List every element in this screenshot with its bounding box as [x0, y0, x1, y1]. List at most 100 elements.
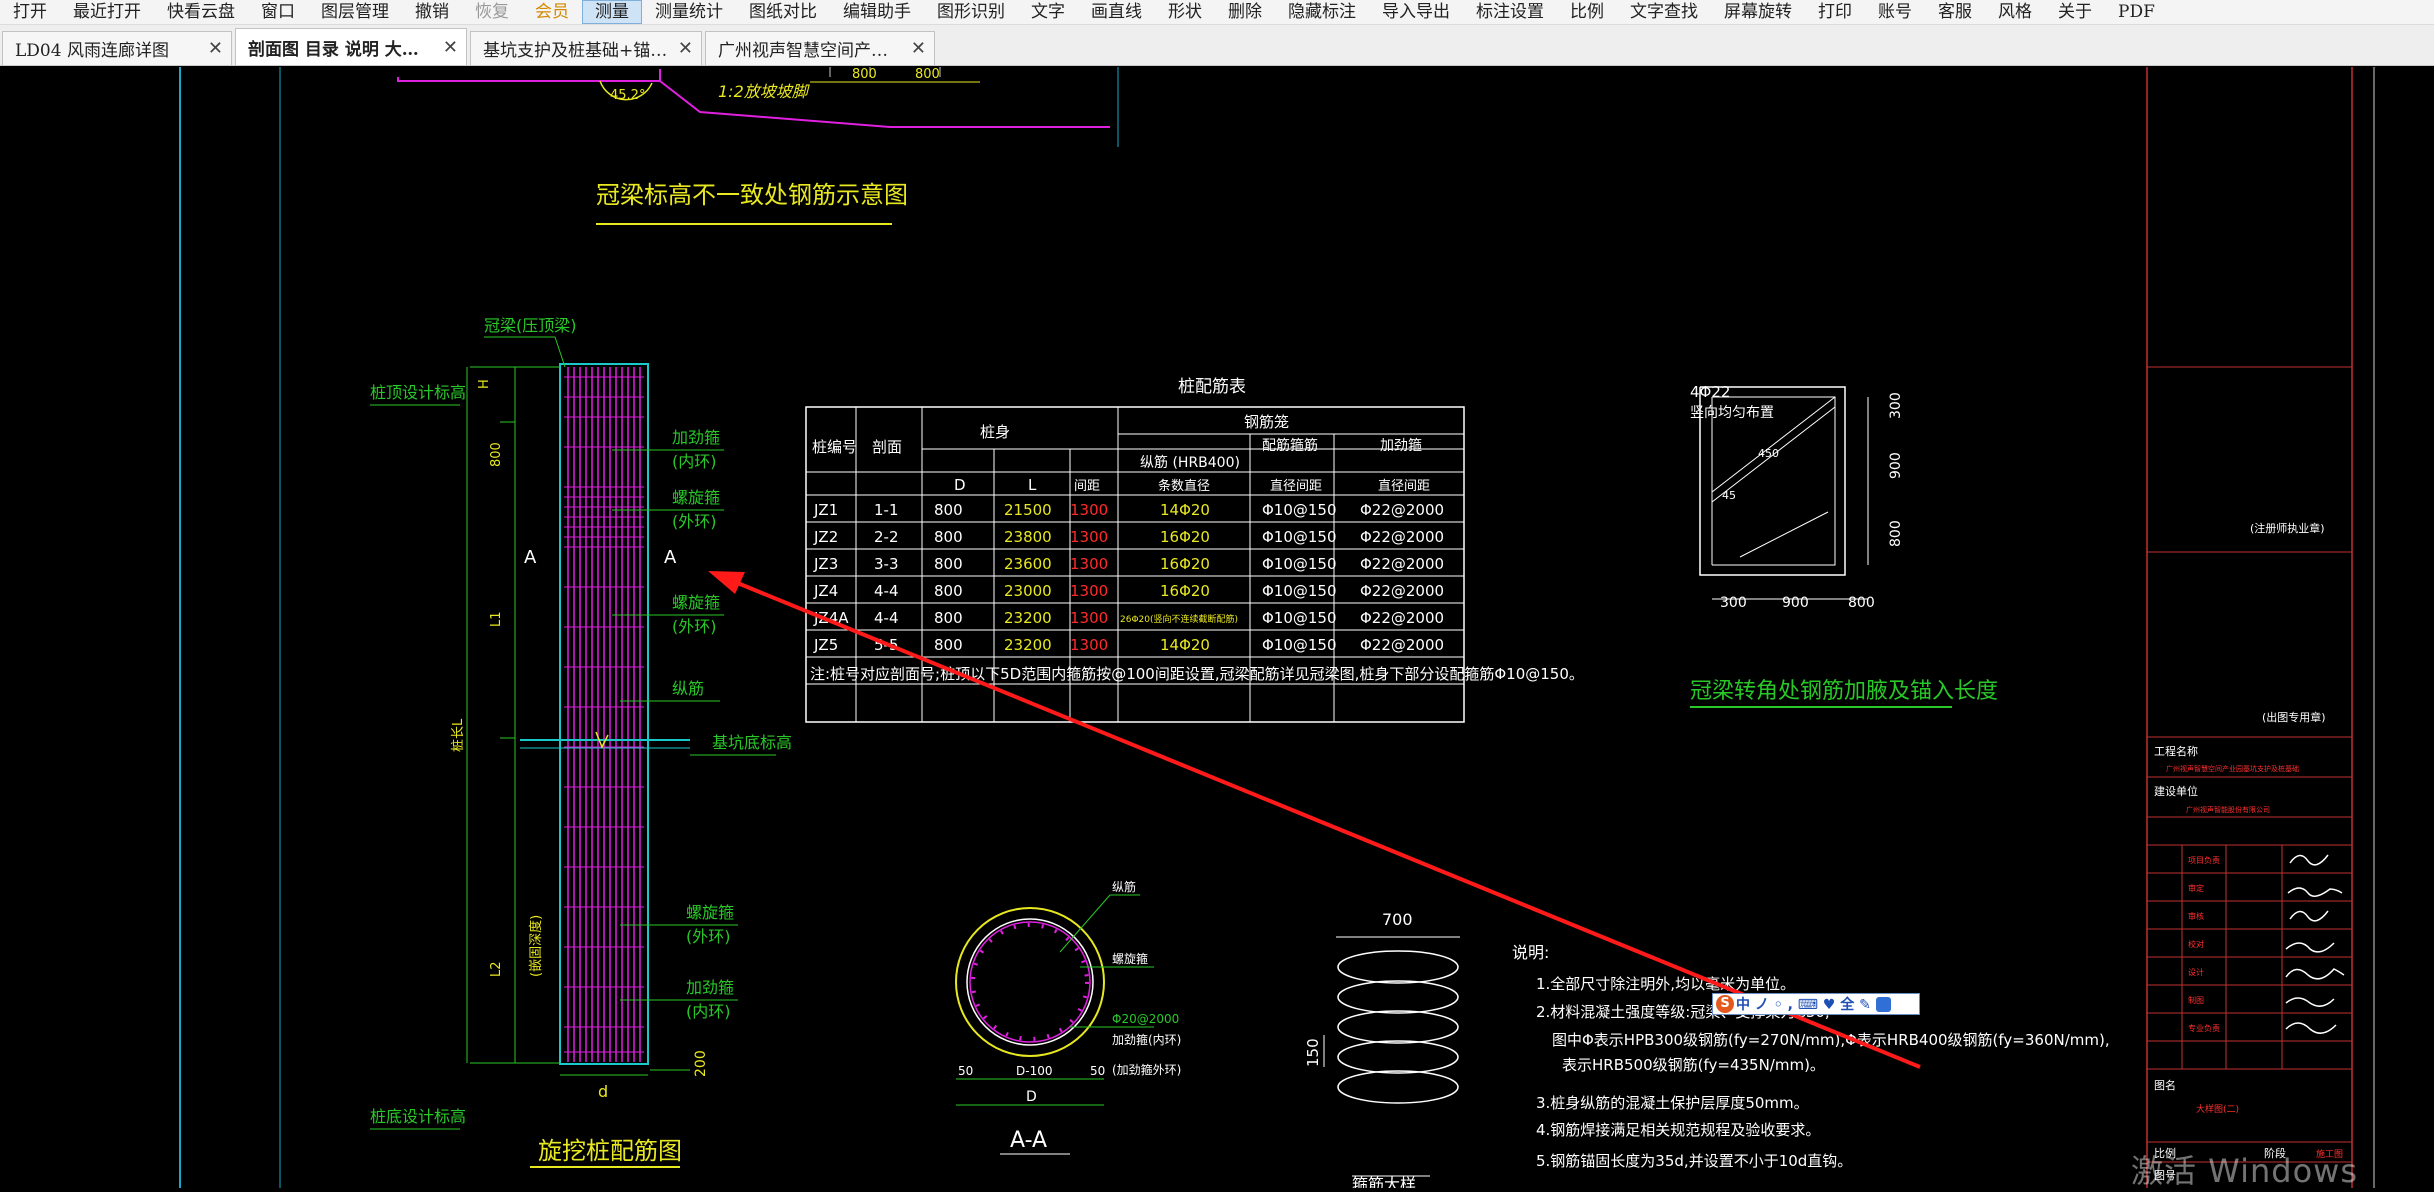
crown-beam-corner-detail: 4Φ22 竖向均匀布置 450 45 300 900 800 300 900 8…	[1690, 383, 1998, 708]
cell-section: 4-4	[874, 582, 899, 600]
menu-line[interactable]: 画直线	[1091, 2, 1142, 22]
cell-d: 800	[934, 528, 963, 546]
corner-d45: 45	[1722, 489, 1736, 502]
menu-delete[interactable]: 删除	[1228, 2, 1262, 22]
bottom-elev-label: 桩底设计标高	[370, 1107, 466, 1126]
tab-foundation[interactable]: 基坑支护及桩基础+锚… ✕	[470, 31, 702, 65]
cell-spacing: 1300	[1070, 501, 1108, 519]
th-dia: 直径间距	[1270, 479, 1322, 494]
annotation-arrow[interactable]	[708, 571, 1921, 1069]
menu-print[interactable]: 打印	[1818, 2, 1852, 22]
menu-measure-stats[interactable]: 测量统计	[655, 2, 723, 22]
menu-cloud[interactable]: 快看云盘	[167, 2, 235, 22]
cell-long: 14Φ20	[1160, 501, 1210, 519]
menu-undo[interactable]: 撤销	[415, 2, 449, 22]
corner-dim-b1: 300	[1720, 595, 1747, 611]
cell-pile-no: JZ3	[813, 555, 838, 573]
cell-d: 800	[934, 582, 963, 600]
menu-dim-settings[interactable]: 标注设置	[1476, 2, 1544, 22]
stirrup-detail: 700 150 箍筋大样	[1304, 910, 1460, 1192]
close-icon[interactable]: ✕	[442, 36, 458, 58]
cell-pile-no: JZ4A	[813, 609, 849, 627]
corner-title: 冠梁转角处钢筋加腋及锚入长度	[1690, 679, 1998, 704]
drawing-canvas[interactable]: 45.2° 1:2放坡坡脚 800 800 冠梁标高不一致处钢筋示意图	[0, 67, 2434, 1192]
menu-recognize[interactable]: 图形识别	[937, 2, 1005, 22]
slope-angle: 45.2°	[610, 88, 645, 103]
tab-guangzhou[interactable]: 广州视声智慧空间产… ✕	[705, 31, 935, 65]
corner-dim-r3: 800	[1888, 520, 1904, 547]
corner-dim-b2: 900	[1782, 595, 1809, 611]
pile-title: 旋挖桩配筋图	[538, 1137, 682, 1165]
menu-find-text[interactable]: 文字查找	[1630, 2, 1698, 22]
tab-section-drawing[interactable]: 剖面图 目录 说明 大… ✕	[235, 28, 467, 65]
menu-layers[interactable]: 图层管理	[321, 2, 389, 22]
th-pile-no: 桩编号	[812, 438, 857, 456]
section-stiff-spec: Φ20@2000	[1112, 1012, 1179, 1026]
cell-spacing: 1300	[1070, 609, 1108, 627]
tab-ld04[interactable]: LD04 风雨连廊详图 ✕	[2, 31, 232, 65]
menu-scale[interactable]: 比例	[1570, 2, 1604, 22]
menu-measure[interactable]: 测量	[582, 0, 642, 24]
top-dim-2: 800	[915, 67, 940, 82]
client-label: 建设单位	[2154, 784, 2198, 798]
close-icon[interactable]: ✕	[910, 38, 926, 59]
tab-label: LD04 风雨连廊详图	[15, 41, 169, 61]
menu-open[interactable]: 打开	[13, 2, 47, 22]
ime-status[interactable]: 中 ノ ◦ , ⌨ ♥ 全 ✎	[1736, 997, 1871, 1013]
menu-support[interactable]: 客服	[1938, 2, 1972, 22]
role: 审核	[2188, 911, 2204, 921]
corner-dim-r1: 300	[1888, 392, 1904, 419]
dim-200: 200	[693, 1050, 709, 1077]
dim-h: H	[477, 379, 492, 389]
signature-5	[2285, 968, 2345, 980]
out-ring-label-1: (外环)	[672, 512, 717, 531]
close-icon[interactable]: ✕	[677, 38, 693, 59]
cell-stirrup: Φ10@150	[1262, 528, 1337, 546]
menu-shape[interactable]: 形状	[1168, 2, 1202, 22]
project-value: 广州视声智慧空间产业园基坑支护及桩基础	[2166, 764, 2299, 773]
cell-stirrup: Φ10@150	[1262, 609, 1337, 627]
menu-edit-assist[interactable]: 编辑助手	[843, 2, 911, 22]
menu-hide-dim[interactable]: 隐藏标注	[1288, 2, 1356, 22]
menu-redo[interactable]: 恢复	[475, 2, 509, 22]
th-count: 条数直径	[1158, 478, 1210, 494]
menu-text[interactable]: 文字	[1031, 2, 1065, 22]
menu-pdf[interactable]: PDF	[2118, 2, 2155, 22]
tab-label: 基坑支护及桩基础+锚…	[483, 41, 668, 61]
dim-l1: L1	[489, 611, 504, 627]
th-stiff: 加劲箍	[1380, 437, 1422, 454]
menu-compare[interactable]: 图纸对比	[749, 2, 817, 22]
menu-about[interactable]: 关于	[2058, 2, 2092, 22]
th-body: 桩身	[980, 423, 1010, 441]
client-value: 广州视声智能股份有限公司	[2186, 805, 2270, 814]
menu-account[interactable]: 账号	[1878, 2, 1912, 22]
cell-long: 16Φ20	[1160, 528, 1210, 546]
section-a-right: A	[664, 547, 677, 568]
tab-label: 广州视声智慧空间产…	[718, 41, 888, 61]
cell-l: 23200	[1004, 636, 1052, 654]
menu-import-export[interactable]: 导入导出	[1382, 2, 1450, 22]
menu-style[interactable]: 风格	[1998, 2, 2032, 22]
cell-long: 14Φ20	[1160, 636, 1210, 654]
menu-window[interactable]: 窗口	[261, 2, 295, 22]
drawing-name-label: 图名	[2154, 1078, 2176, 1092]
crown-beam-label: 冠梁(压顶梁)	[484, 316, 577, 335]
dim-l2: L2	[489, 961, 504, 977]
menu-recent[interactable]: 最近打开	[73, 2, 141, 22]
table-note: 注:桩号对应剖面号;桩顶以下5D范围内箍筋按@100间距设置,冠梁配筋详见冠梁图…	[810, 665, 1584, 683]
sogou-logo-icon[interactable]: S	[1716, 995, 1734, 1013]
pile-rebar-table: 桩配筋表 桩编号 剖面 桩身 钢筋笼 纵筋 (HRB400) 配筋箍筋 加劲箍 …	[805, 377, 1584, 723]
cell-long: 26Φ20(竖向不连续截断配筋)	[1120, 613, 1238, 625]
menu-rotate[interactable]: 屏幕旋转	[1724, 2, 1792, 22]
menu-member[interactable]: 会员	[535, 2, 569, 22]
role: 设计	[2188, 967, 2204, 977]
dim-embed: (嵌固深度)	[528, 915, 544, 977]
role: 专业负责	[2188, 1023, 2220, 1033]
project-label: 工程名称	[2154, 744, 2198, 758]
settings-icon[interactable]	[1875, 996, 1891, 1012]
close-icon[interactable]: ✕	[207, 38, 223, 59]
th-section: 剖面	[872, 438, 902, 456]
cell-section: 1-1	[874, 501, 899, 519]
spiral-label-1: 螺旋箍	[672, 488, 720, 507]
ime-toolbar[interactable]: S 中 ノ ◦ , ⌨ ♥ 全 ✎	[1712, 993, 1920, 1015]
